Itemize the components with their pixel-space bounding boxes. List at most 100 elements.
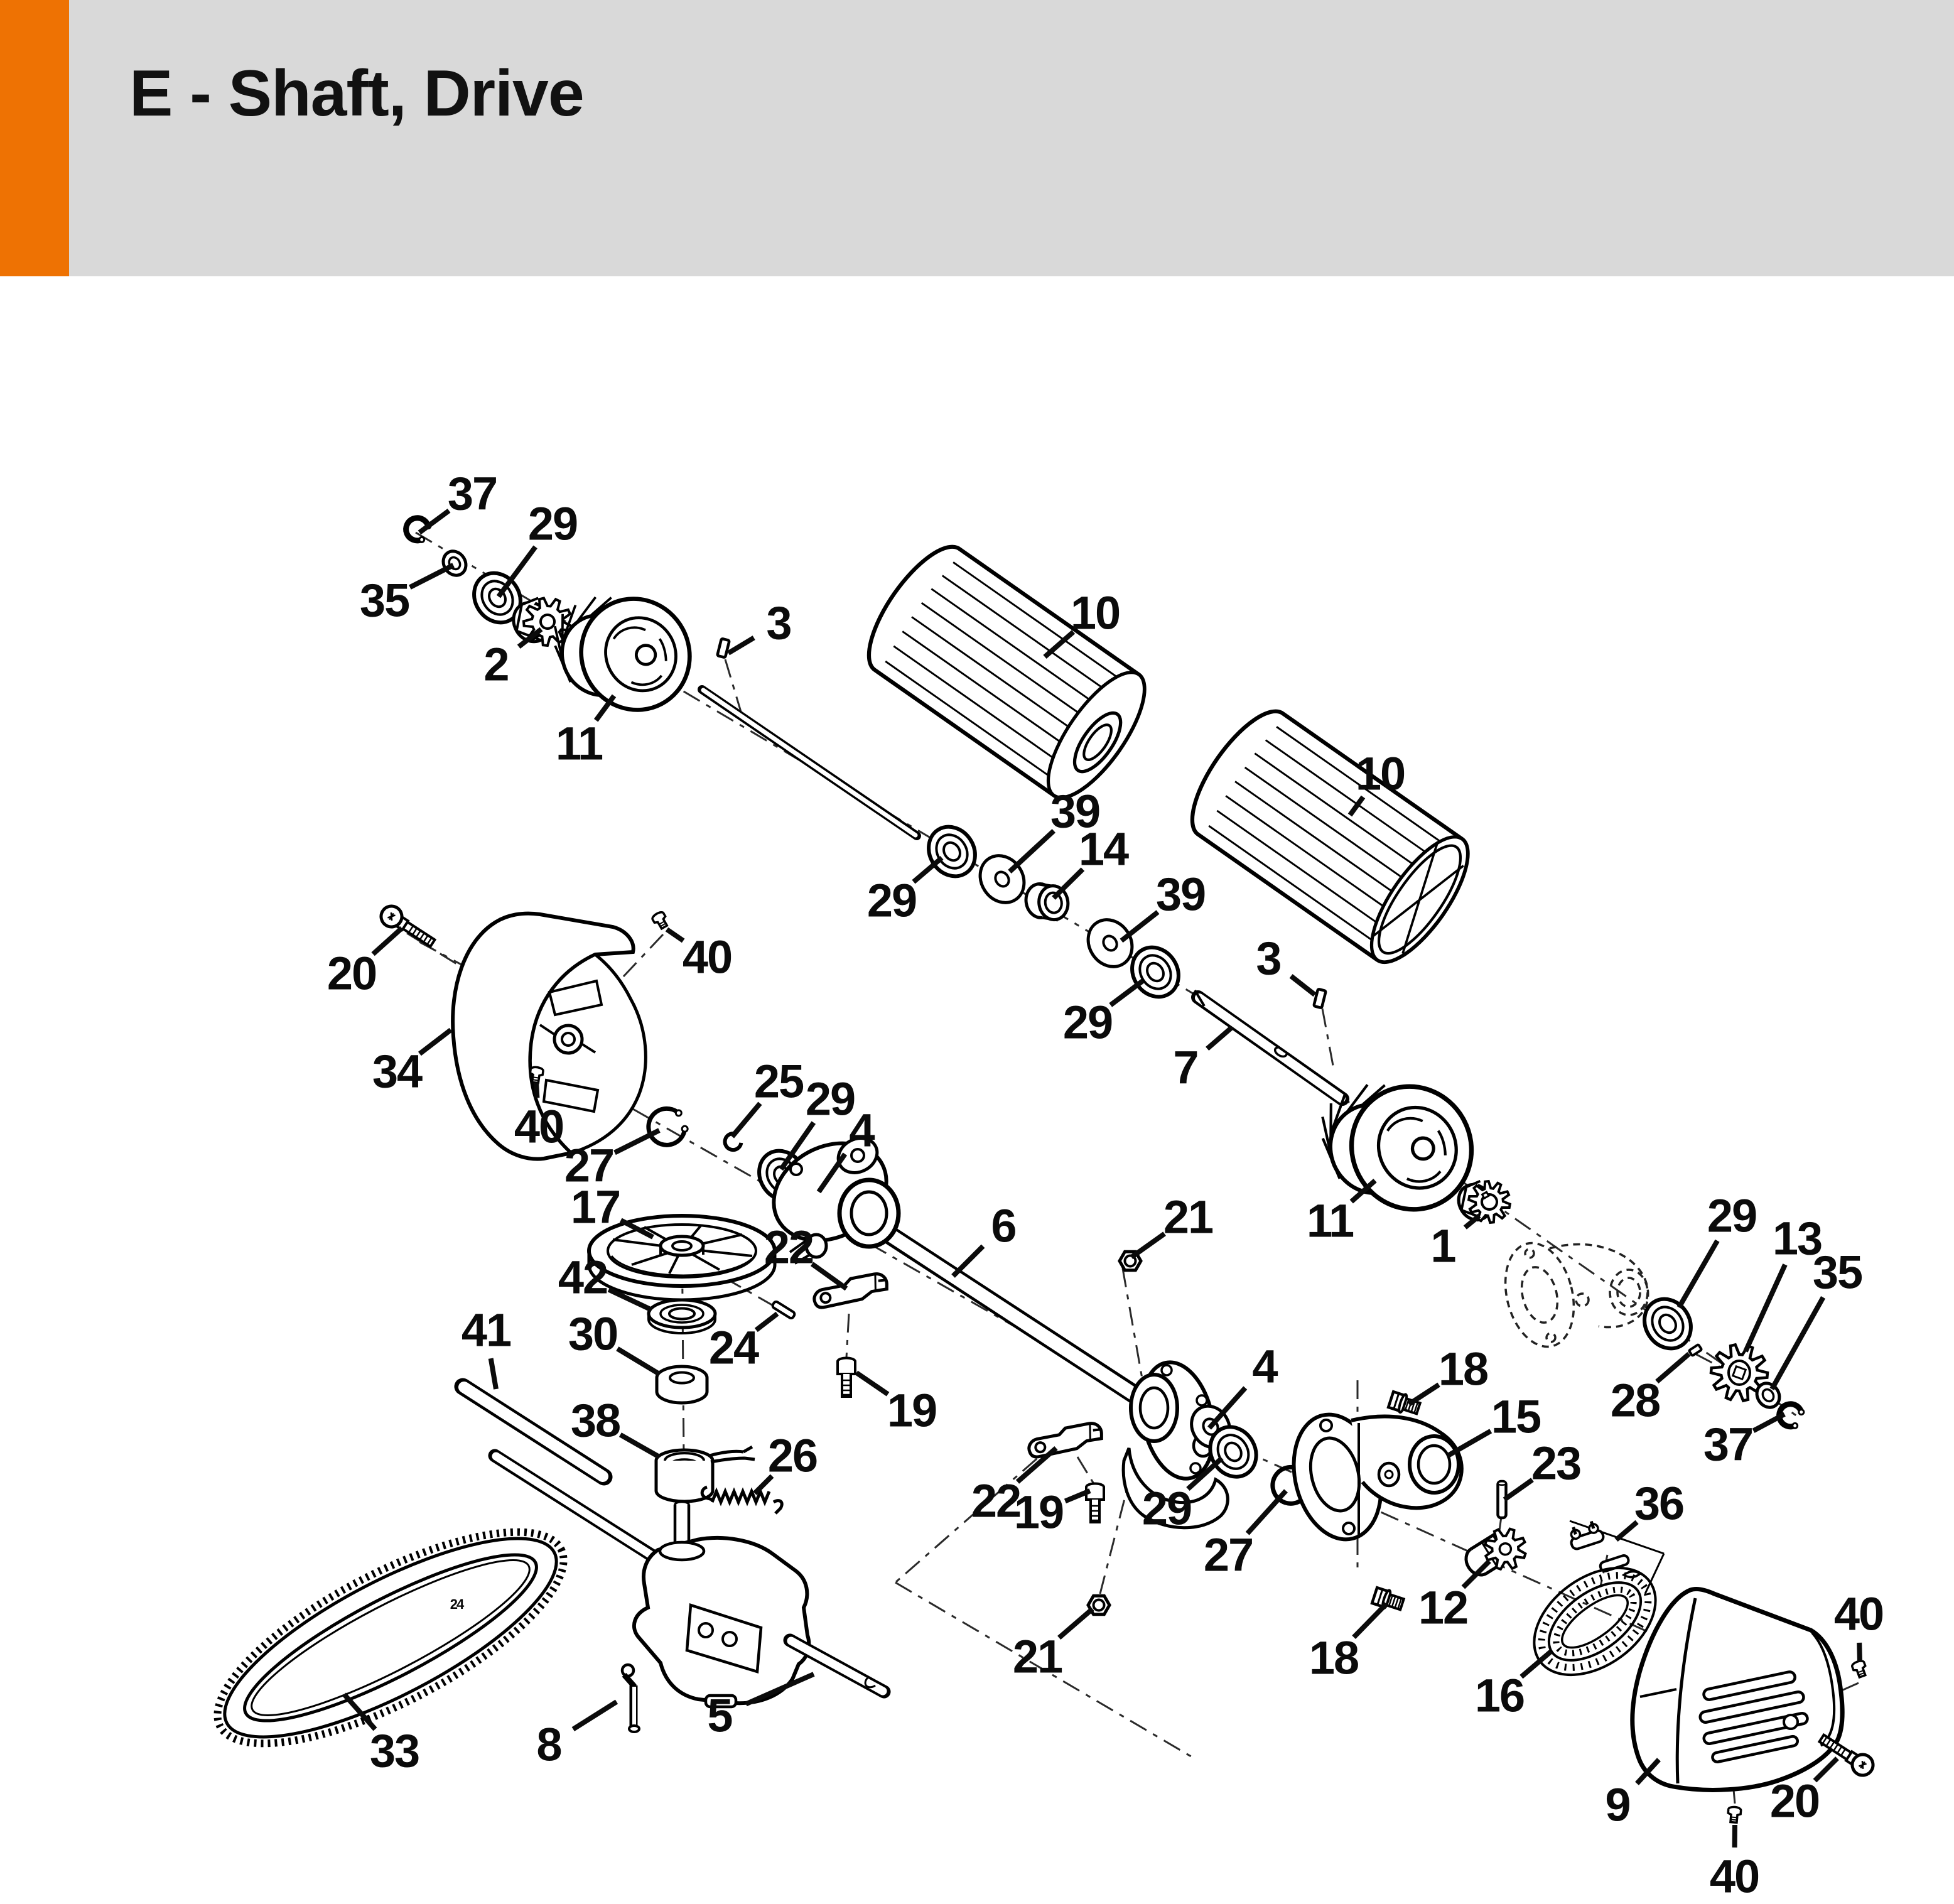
svg-text:21: 21 (1013, 1631, 1062, 1683)
part-label-35: 35 (1769, 1247, 1864, 1390)
part-label-41: 41 (462, 1304, 512, 1390)
screw-40a (650, 909, 671, 932)
part-label-29: 29 (496, 498, 578, 598)
part-label-29: 29 (1142, 1456, 1224, 1535)
screw-18b (1372, 1586, 1405, 1613)
tensioner-cup-38 (654, 1445, 755, 1503)
part-label-29: 29 (779, 1073, 856, 1171)
svg-text:33: 33 (370, 1725, 419, 1777)
lever-8 (620, 1663, 640, 1733)
part-label-19: 19 (1014, 1486, 1091, 1539)
part-label-27: 27 (1204, 1489, 1288, 1581)
part-label-11: 11 (1307, 1179, 1377, 1247)
svg-text:12: 12 (1418, 1582, 1467, 1634)
part-label-26: 26 (753, 1430, 818, 1495)
part-label-23: 23 (1503, 1437, 1582, 1502)
svg-text:4: 4 (1252, 1341, 1278, 1393)
rod-41a (454, 1378, 613, 1486)
part-label-18: 18 (1309, 1602, 1388, 1684)
part-label-38: 38 (571, 1395, 661, 1459)
svg-text:40: 40 (514, 1101, 563, 1153)
svg-text:41: 41 (462, 1304, 511, 1356)
part-label-40: 40 (1710, 1824, 1760, 1903)
deflector-34 (451, 911, 647, 1161)
svg-text:20: 20 (1770, 1775, 1819, 1827)
drive-shaft-7 (1191, 989, 1349, 1106)
part-label-8: 8 (536, 1699, 618, 1771)
svg-text:35: 35 (1813, 1247, 1862, 1299)
svg-text:40: 40 (683, 931, 731, 983)
output-shaft-5 (783, 1633, 891, 1699)
part-label-40: 40 (514, 1082, 564, 1153)
part-label-37: 37 (418, 468, 498, 535)
part-label-16: 16 (1475, 1649, 1553, 1722)
screw-19a (836, 1356, 856, 1398)
svg-text:23: 23 (1531, 1437, 1580, 1490)
svg-text:38: 38 (571, 1395, 620, 1447)
svg-text:27: 27 (1204, 1529, 1253, 1581)
svg-text:2: 2 (483, 639, 508, 691)
svg-text:34: 34 (372, 1046, 423, 1098)
part-label-28: 28 (1611, 1351, 1691, 1427)
part-label-35: 35 (360, 563, 455, 627)
bearing-29b (919, 818, 984, 885)
svg-text:3: 3 (766, 597, 791, 649)
part-label-29: 29 (1676, 1190, 1757, 1309)
svg-text:26: 26 (768, 1430, 817, 1482)
part-label-19: 19 (855, 1370, 937, 1437)
part-label-12: 12 (1418, 1559, 1491, 1634)
thin-shaft (698, 685, 921, 840)
washer-35a (439, 547, 470, 580)
svg-text:36: 36 (1634, 1478, 1683, 1530)
screw-40d (1726, 1805, 1742, 1824)
svg-text:21: 21 (1163, 1191, 1213, 1243)
part-label-37: 37 (1703, 1412, 1786, 1471)
svg-text:39: 39 (1156, 868, 1205, 921)
svg-text:19: 19 (887, 1385, 936, 1437)
key-3b (1314, 989, 1325, 1008)
part-label-22: 22 (971, 1446, 1058, 1527)
part-label-10: 10 (1347, 748, 1406, 817)
part-label-3: 3 (726, 597, 792, 656)
part-label-39: 39 (1120, 868, 1206, 943)
clamp-22b (1026, 1420, 1104, 1460)
svg-text:29: 29 (1142, 1483, 1191, 1535)
part-label-29: 29 (867, 855, 944, 927)
part-label-1: 1 (1430, 1213, 1481, 1272)
svg-text:8: 8 (536, 1719, 561, 1771)
ghost-bracket (1504, 1241, 1649, 1348)
part-label-9: 9 (1605, 1758, 1661, 1831)
svg-text:6: 6 (991, 1200, 1015, 1252)
svg-text:29: 29 (867, 875, 916, 927)
part-label-40: 40 (665, 927, 733, 983)
svg-text:27: 27 (564, 1140, 613, 1192)
clutch-drum-11a (540, 566, 710, 737)
svg-text:22: 22 (764, 1221, 813, 1274)
spring-26 (700, 1485, 784, 1515)
svg-text:29: 29 (1063, 997, 1112, 1049)
part-label-4: 4 (1207, 1341, 1279, 1430)
svg-text:15: 15 (1491, 1391, 1541, 1443)
svg-text:4: 4 (849, 1105, 875, 1157)
header-band (0, 0, 1954, 276)
part-label-22: 22 (764, 1221, 848, 1291)
part-label-21: 21 (1130, 1191, 1214, 1260)
svg-text:29: 29 (1707, 1190, 1756, 1242)
clamp-22a (811, 1270, 890, 1311)
part-label-5: 5 (707, 1672, 815, 1742)
gearbox (632, 1500, 811, 1709)
part-label-39: 39 (1008, 786, 1101, 874)
snap-ring-27a (644, 1104, 690, 1149)
part-label-36: 36 (1614, 1478, 1685, 1542)
key-3a (717, 639, 729, 657)
part-label-24: 24 (709, 1311, 779, 1374)
part-label-20: 20 (1770, 1756, 1839, 1827)
part-label-33: 33 (342, 1692, 420, 1777)
svg-text:1: 1 (1430, 1220, 1455, 1272)
part-label-15: 15 (1447, 1391, 1542, 1458)
svg-text:17: 17 (571, 1181, 620, 1233)
ribbed-sleeve-10b (1175, 698, 1485, 976)
svg-text:39: 39 (1050, 786, 1099, 838)
